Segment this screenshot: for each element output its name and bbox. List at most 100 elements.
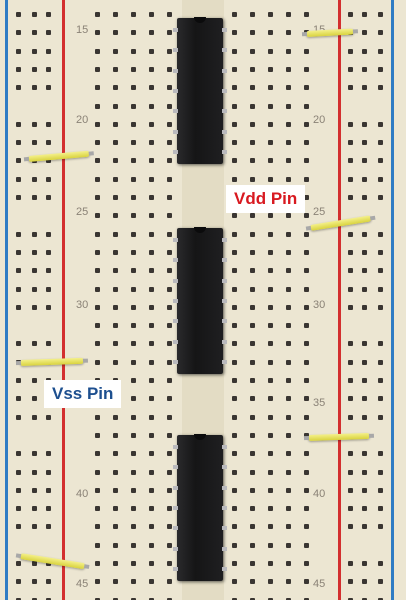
power-rail-hole [32, 341, 37, 347]
power-rail-hole [362, 12, 367, 17]
breadboard-hole [167, 66, 172, 72]
ic-pin [222, 526, 227, 531]
power-rail-hole [348, 414, 353, 420]
breadboard-hole [149, 579, 154, 585]
breadboard-hole [232, 140, 237, 146]
power-rail-hole [348, 48, 353, 54]
breadboard-hole [250, 359, 255, 365]
breadboard-hole [250, 451, 255, 457]
breadboard-hole [304, 12, 309, 17]
power-rail-hole [348, 451, 353, 457]
breadboard-hole [304, 469, 309, 475]
breadboard-hole [131, 524, 136, 530]
left-red-rail-line [62, 0, 65, 600]
breadboard-hole [268, 12, 273, 17]
power-rail-hole [362, 506, 367, 512]
breadboard-hole [113, 561, 118, 566]
breadboard-hole [250, 432, 255, 438]
breadboard-hole [286, 597, 291, 600]
ic-pin [222, 485, 227, 490]
power-rail-hole [16, 414, 21, 420]
power-rail-hole [46, 12, 51, 17]
breadboard-hole [149, 432, 154, 438]
breadboard-hole [167, 506, 172, 512]
breadboard-hole [95, 231, 100, 237]
power-rail-hole [32, 304, 37, 310]
breadboard-hole [250, 561, 255, 566]
breadboard-hole [232, 487, 237, 493]
breadboard-hole [286, 469, 291, 475]
breadboard-hole [167, 286, 172, 292]
breadboard-hole [167, 85, 172, 91]
power-rail-hole [362, 48, 367, 54]
breadboard-hole [268, 121, 273, 127]
row-label-left-20: 20 [76, 114, 89, 126]
breadboard-hole [149, 396, 154, 402]
row-label-right-45: 45 [313, 578, 326, 590]
power-rail-hole [378, 396, 383, 402]
ic-pin [222, 445, 227, 449]
row-label-left-45: 45 [76, 578, 89, 590]
breadboard-hole [149, 542, 154, 548]
breadboard-hole [131, 542, 136, 548]
breadboard-hole [131, 195, 136, 200]
breadboard-hole [131, 323, 136, 329]
power-rail-hole [348, 176, 353, 182]
power-rail-hole [362, 451, 367, 457]
breadboard-hole [149, 268, 154, 274]
breadboard-hole [149, 213, 154, 219]
power-rail-hole [378, 231, 383, 237]
breadboard-hole [304, 561, 309, 566]
power-rail-hole [362, 396, 367, 402]
breadboard-hole [268, 268, 273, 274]
power-rail-hole [16, 231, 21, 237]
power-rail-hole [46, 286, 51, 292]
ic-pin [222, 506, 227, 510]
power-rail-hole [362, 359, 367, 365]
power-rail-hole [362, 231, 367, 237]
power-rail-hole [16, 341, 21, 347]
breadboard-hole [268, 579, 273, 585]
breadboard-hole [232, 359, 237, 365]
breadboard-hole [95, 286, 100, 292]
right-red-rail-line [338, 0, 341, 600]
breadboard-hole [113, 506, 118, 512]
ic-pin [222, 360, 227, 364]
breadboard-hole [268, 432, 273, 438]
breadboard-hole [113, 121, 118, 127]
power-rail-hole [348, 121, 353, 127]
breadboard-hole [131, 304, 136, 310]
power-rail-hole [16, 85, 21, 91]
breadboard-hole [304, 597, 309, 600]
power-rail-hole [378, 48, 383, 54]
breadboard-hole [113, 48, 118, 54]
breadboard-hole [95, 195, 100, 200]
breadboard-hole [232, 85, 237, 91]
breadboard-hole [149, 524, 154, 530]
breadboard-hole [286, 176, 291, 182]
power-rail-hole [378, 359, 383, 365]
ic-pin [173, 238, 178, 242]
power-rail-hole [362, 121, 367, 127]
power-rail-hole [32, 506, 37, 512]
power-rail-hole [32, 579, 37, 585]
breadboard-hole [286, 66, 291, 72]
breadboard-hole [304, 579, 309, 585]
breadboard-hole [232, 323, 237, 329]
breadboard-hole [149, 231, 154, 237]
breadboard-hole [167, 378, 172, 383]
breadboard-hole [113, 158, 118, 164]
power-rail-hole [348, 85, 353, 91]
breadboard-hole [131, 561, 136, 566]
power-rail-hole [32, 140, 37, 146]
power-rail-hole [378, 378, 383, 383]
power-rail-hole [32, 451, 37, 457]
power-rail-hole [16, 304, 21, 310]
breadboard-hole [304, 66, 309, 72]
breadboard-hole [304, 249, 309, 255]
breadboard-hole [304, 213, 309, 219]
breadboard-hole [167, 12, 172, 17]
ic-pin [222, 319, 227, 324]
power-rail-hole [348, 359, 353, 365]
left-blue-rail-line [5, 0, 8, 600]
